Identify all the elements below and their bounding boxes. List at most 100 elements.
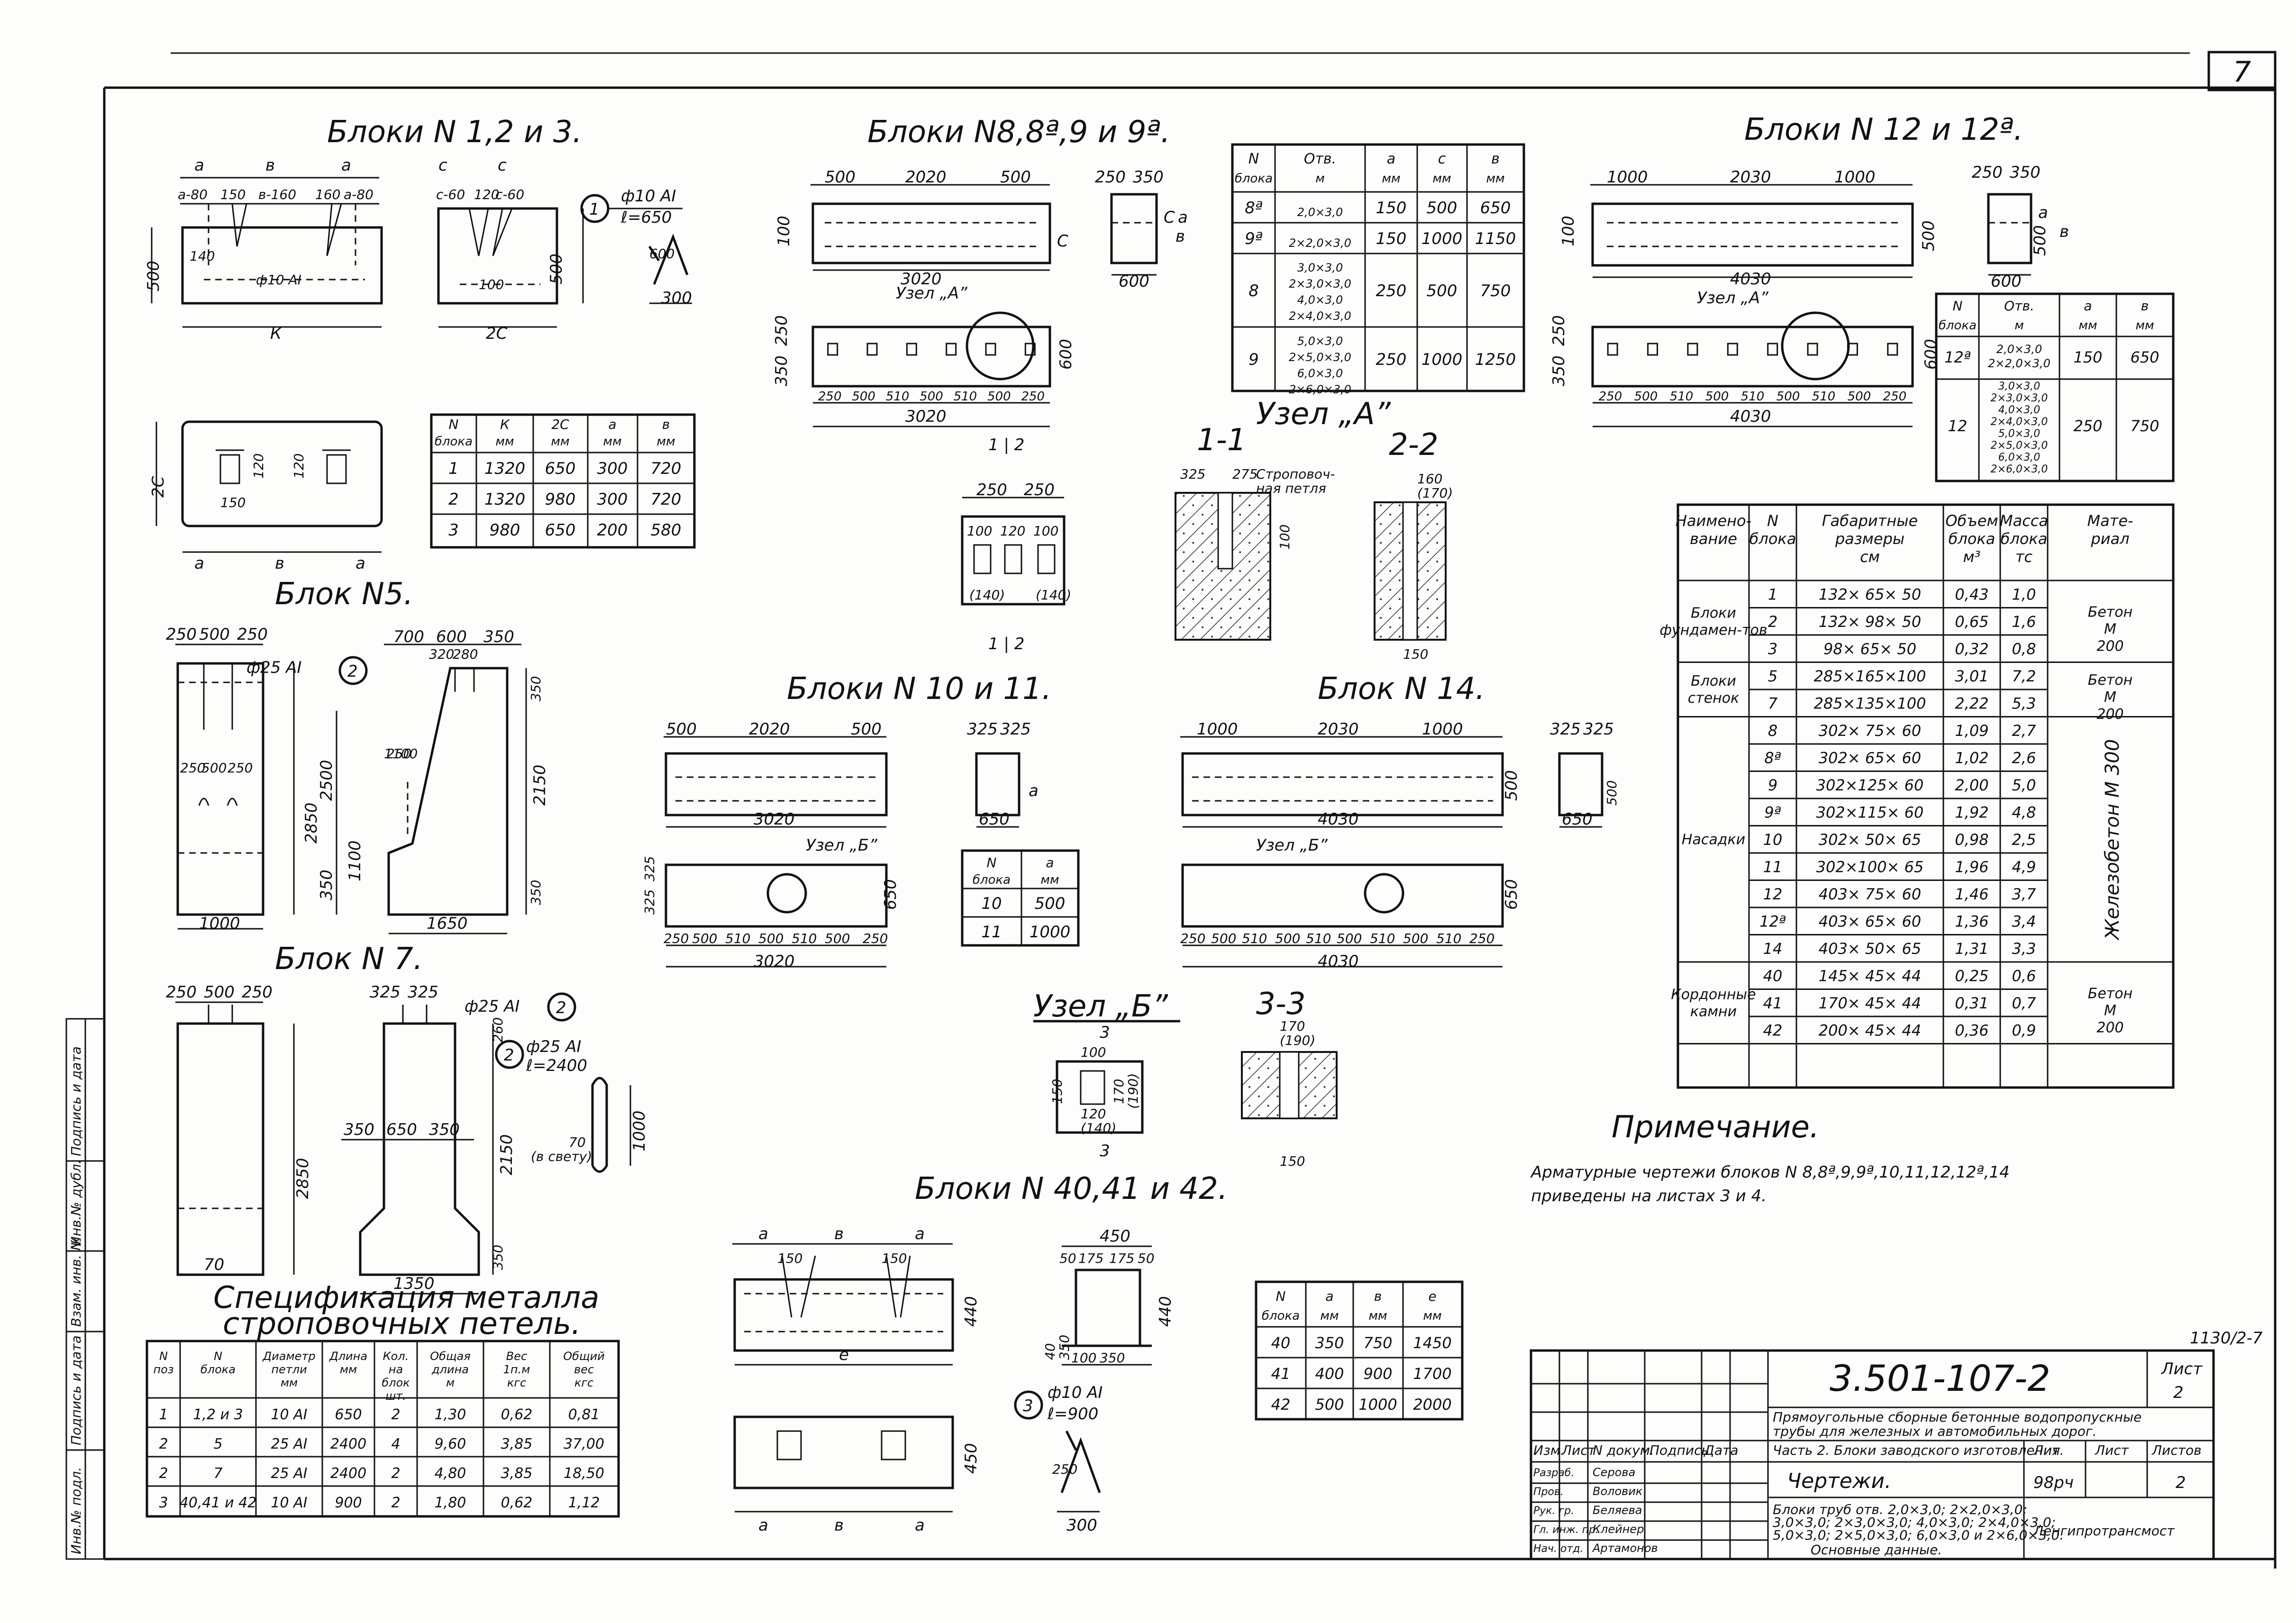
svg-text:650: 650: [386, 1120, 417, 1139]
table-cell: 750: [2130, 417, 2159, 435]
signature-name: Клейнер: [1593, 1523, 1644, 1536]
svg-text:500: 500: [1337, 931, 1362, 946]
svg-text:4030: 4030: [1730, 407, 1771, 426]
table-header: вание: [1690, 530, 1737, 548]
table-header: длина: [431, 1363, 469, 1376]
table-cell: 580: [651, 521, 682, 540]
table-cell: 10: [981, 894, 1002, 913]
svg-text:(140): (140): [969, 587, 1005, 603]
table-cell: 1,96: [1955, 858, 1988, 876]
table-cell: 4,0×3,0: [1297, 293, 1343, 307]
table-cell: 150: [1376, 199, 1407, 218]
svg-text:а: а: [1178, 208, 1188, 227]
group-name: Насадки: [1682, 831, 1745, 848]
svg-text:Лист: Лист: [2095, 1442, 2129, 1458]
svg-text:1-1: 1-1: [1197, 423, 1247, 458]
svg-text:50: 50: [1059, 1251, 1076, 1266]
spec-table: Спецификация металла строповочных петель…: [146, 1280, 620, 1518]
table-header: блок: [382, 1376, 410, 1389]
table-cell: 9: [1248, 350, 1259, 369]
table-cell: 1000: [1421, 229, 1463, 248]
svg-text:100: 100: [774, 216, 793, 246]
svg-text:510: 510: [792, 931, 817, 946]
svg-text:40: 40: [1042, 1343, 1058, 1360]
sling-loop-mark: [1727, 343, 1738, 356]
table-cell: 3,7: [2012, 885, 2037, 903]
table-cell: 7: [213, 1465, 222, 1482]
svg-text:4030: 4030: [1730, 270, 1771, 289]
svg-text:350: 350: [1549, 355, 1568, 386]
svg-text:250: 250: [242, 983, 273, 1002]
table-header: Отв.: [1304, 151, 1336, 167]
svg-text:2: 2: [2173, 1383, 2184, 1402]
svg-text:С: С: [1164, 208, 1175, 227]
table-cell: 302×115× 60: [1816, 803, 1924, 821]
table-cell: 4,0×3,0: [1998, 404, 2040, 416]
table-header: Диаметр: [262, 1350, 315, 1363]
table-header: Длина: [329, 1350, 367, 1363]
svg-text:325: 325: [967, 720, 998, 739]
svg-text:е: е: [839, 1345, 849, 1364]
svg-text:Листов: Листов: [2151, 1442, 2202, 1458]
table-header: а: [1325, 1288, 1333, 1304]
table-cell: 1,02: [1955, 749, 1988, 767]
table-cell: 132× 65× 50: [1819, 585, 1921, 603]
table-cell: 2×3,0×3,0: [1991, 392, 2048, 404]
svg-text:С: С: [1057, 232, 1068, 251]
svg-text:Часть 2. Блоки заводского изго: Часть 2. Блоки заводского изготовления: [1773, 1442, 2060, 1458]
table-cell: 2: [391, 1406, 400, 1423]
table-header: риал: [2090, 530, 2129, 548]
svg-text:3,0×3,0; 2×3,0×3,0; 4,0×3,0; 2: 3,0×3,0; 2×3,0×3,0; 4,0×3,0; 2×4,0×3,0;: [1773, 1514, 2056, 1530]
stamp-field-5: Инв.№ подл.: [68, 1467, 84, 1554]
svg-text:50: 50: [1138, 1251, 1155, 1266]
table-header: мм: [281, 1376, 298, 1389]
svg-text:150: 150: [220, 495, 246, 510]
table-cell: 41: [1271, 1365, 1291, 1383]
sling-loop-mark: [1024, 343, 1036, 356]
signature-role: Разраб.: [1533, 1467, 1574, 1479]
table-cell: 3: [1768, 640, 1777, 658]
table-cell: 0,6: [2012, 967, 2036, 985]
table-cell: 10 АI: [271, 1406, 307, 1423]
table-header: блока: [973, 873, 1011, 887]
table-cell: 2×6,0×3,0: [1289, 383, 1351, 396]
table-cell: 0,25: [1955, 967, 1988, 985]
svg-text:500: 500: [199, 625, 230, 644]
table-header: мм: [1320, 1309, 1339, 1323]
table-cell: 5: [1768, 667, 1777, 685]
table-cell: 900: [1363, 1365, 1392, 1383]
table-cell: 200: [597, 521, 628, 540]
title-blocks-1-2-3: Блоки N 1,2 и 3.: [327, 115, 582, 150]
svg-text:(190): (190): [1125, 1073, 1141, 1109]
signature-role: Пров.: [1533, 1486, 1564, 1498]
table-header: 2С: [551, 417, 569, 432]
svg-text:Изм.: Изм.: [1533, 1442, 1565, 1458]
svg-text:350: 350: [490, 1245, 506, 1270]
note-title: Примечание.: [1612, 1110, 1819, 1145]
table-cell: 14: [1763, 940, 1783, 958]
svg-text:150: 150: [1280, 1153, 1305, 1169]
svg-text:500: 500: [825, 931, 850, 946]
svg-text:с: с: [438, 156, 447, 175]
table-cell: 2,5: [2012, 831, 2036, 849]
table-cell: 500: [1427, 199, 1458, 218]
svg-text:350: 350: [344, 1120, 374, 1139]
table-cell: 132× 98× 50: [1819, 613, 1921, 631]
svg-text:250: 250: [1095, 168, 1126, 187]
svg-text:а-80: а-80: [344, 187, 374, 202]
svg-text:250: 250: [228, 760, 253, 776]
table-cell: 8ª: [1764, 749, 1781, 767]
table-cell: 11: [981, 923, 1002, 942]
svg-text:1000: 1000: [199, 914, 240, 933]
blocks-12-drawing: Блоки N 12 и 12ª. 1000 2030 1000 4030 Уз…: [1549, 112, 2069, 427]
svg-text:ф25 АI: ф25 АI: [526, 1037, 581, 1056]
svg-text:2150: 2150: [530, 764, 549, 806]
table-cell: 0,8: [2012, 640, 2036, 658]
table-cell: 1,80: [435, 1495, 466, 1511]
table-cell: 4,9: [2012, 858, 2036, 876]
svg-text:510: 510: [1370, 931, 1395, 946]
table-header: Мате-: [2087, 512, 2133, 530]
svg-text:325: 325: [642, 856, 657, 881]
